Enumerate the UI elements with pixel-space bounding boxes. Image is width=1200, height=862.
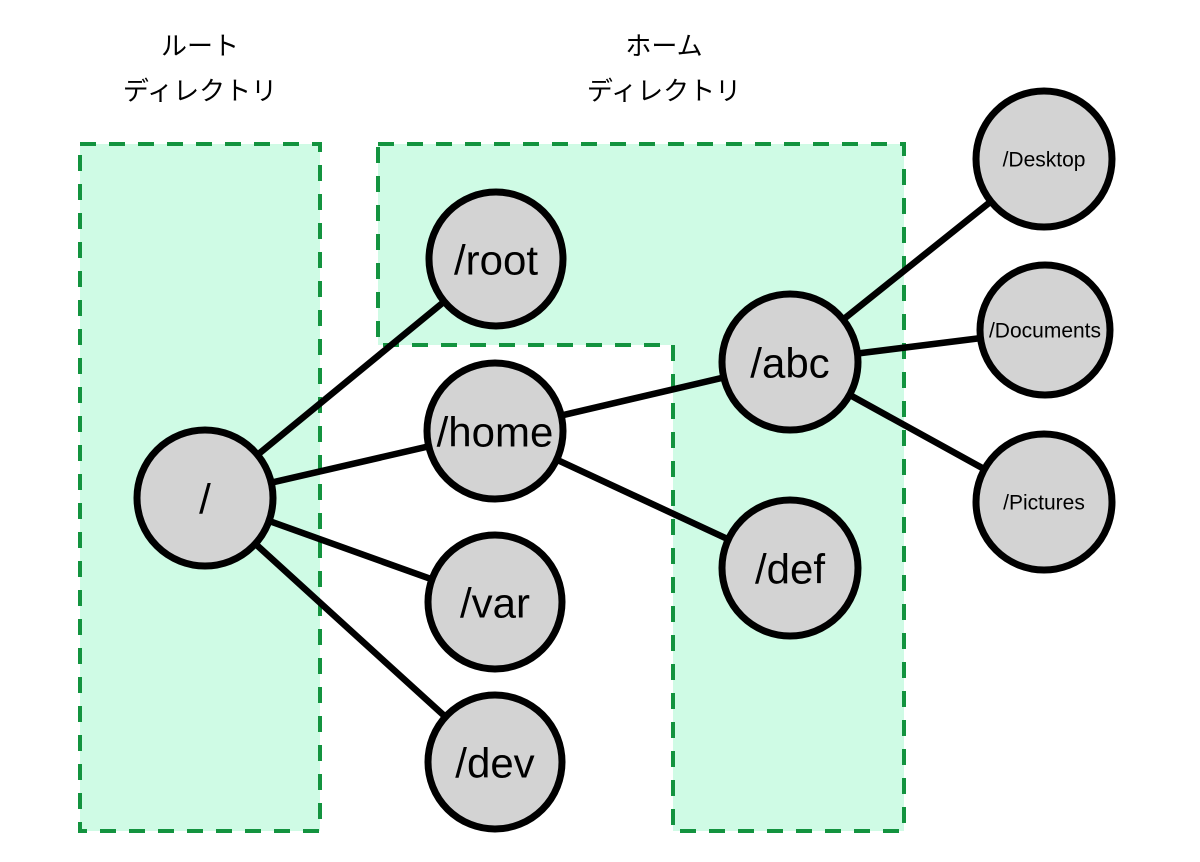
node-var-circle[interactable] — [424, 531, 566, 673]
node-desktop-circle[interactable] — [972, 87, 1116, 231]
edge-abc-to-documents — [853, 334, 985, 358]
edge-root-to-root-home — [252, 296, 450, 460]
node-documents-label: /Documents — [989, 320, 1101, 343]
node-root-home-label: /root — [454, 237, 538, 284]
node-root-home[interactable]: /root — [425, 188, 567, 330]
root-directory-region-label-line1: ルート — [161, 31, 239, 61]
home-directory-region-label-line2: ディレクトリ — [587, 76, 741, 106]
node-documents[interactable]: /Documents — [976, 261, 1114, 399]
node-pictures[interactable]: /Pictures — [972, 430, 1116, 574]
node-dev-circle[interactable] — [424, 691, 566, 833]
home-directory-region-label-line1: ホーム — [625, 31, 702, 61]
node-dev-label: /dev — [455, 740, 534, 787]
edge-root-to-dev — [250, 538, 451, 722]
node-var-label: /var — [460, 580, 530, 627]
edge-root-to-home — [266, 442, 434, 487]
node-abc-circle[interactable] — [718, 290, 862, 434]
node-desktop-label: /Desktop — [1003, 149, 1086, 172]
node-abc[interactable]: /abc — [718, 290, 862, 434]
node-home-label: /home — [437, 409, 554, 456]
node-pictures-circle[interactable] — [972, 430, 1116, 574]
edge-home-to-def — [551, 455, 734, 544]
node-home-circle[interactable] — [423, 359, 567, 503]
node-documents-circle[interactable] — [976, 261, 1114, 399]
root-directory-region-label-line2: ディレクトリ — [123, 76, 277, 106]
node-var[interactable]: /var — [424, 531, 566, 673]
node-pictures-label: /Pictures — [1003, 492, 1085, 515]
node-home[interactable]: /home — [423, 359, 567, 503]
node-def-label: /def — [755, 546, 825, 593]
edge-root-to-var — [264, 516, 437, 584]
edge-abc-to-desktop — [837, 196, 997, 325]
node-root[interactable]: / — [133, 426, 277, 570]
node-desktop[interactable]: /Desktop — [972, 87, 1116, 231]
node-root-home-circle[interactable] — [425, 188, 567, 330]
node-dev[interactable]: /dev — [424, 691, 566, 833]
node-root-label: / — [199, 476, 211, 523]
edge-group — [250, 196, 997, 722]
node-def[interactable]: /def — [718, 496, 862, 640]
edge-home-to-abc — [556, 373, 729, 420]
node-root-circle[interactable] — [133, 426, 277, 570]
node-group: / /root/home/var/dev/abc/def/Desktop/Docu… — [133, 87, 1116, 833]
node-def-circle[interactable] — [718, 496, 862, 640]
edge-abc-to-pictures — [844, 390, 990, 474]
node-abc-label: /abc — [750, 340, 829, 387]
